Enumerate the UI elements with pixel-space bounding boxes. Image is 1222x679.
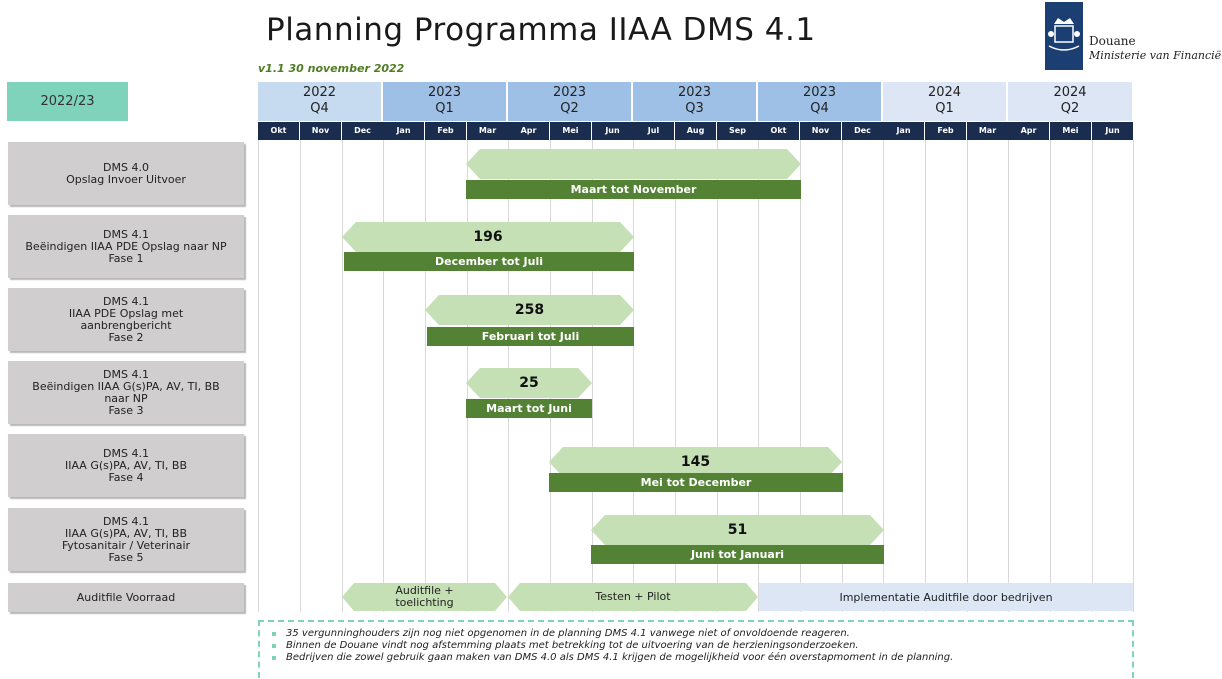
- gridline: [258, 140, 259, 612]
- gridline: [1133, 140, 1134, 612]
- gridline: [967, 140, 968, 612]
- row-label-fase3: DMS 4.1 Beëindigen IIAA G(s)PA, AV, TI, …: [8, 361, 244, 424]
- timeline-arrow: 196: [342, 222, 634, 252]
- gridline: [800, 140, 801, 612]
- gridline: [467, 140, 468, 612]
- month-header: Apr: [1008, 122, 1049, 140]
- month-header: Okt: [758, 122, 799, 140]
- period-bar: Maart tot Juni: [466, 399, 592, 418]
- page-title: Planning Programma IIAA DMS 4.1: [266, 12, 816, 48]
- period-bar: Juni tot Januari: [591, 545, 884, 564]
- crown-emblem-icon: [1045, 2, 1083, 70]
- month-header: Jun: [1092, 122, 1133, 140]
- gridline: [383, 140, 384, 612]
- period-label: 2022/23: [7, 82, 128, 121]
- month-header: Jan: [883, 122, 924, 140]
- row-label-fase2: DMS 4.1 IIAA PDE Opslag met aanbrengberi…: [8, 288, 244, 351]
- period-bar: December tot Juli: [344, 252, 634, 271]
- note-item: Bedrijven die zowel gebruik gaan maken v…: [270, 652, 1124, 664]
- logo-text-douane: Douane: [1089, 34, 1136, 48]
- month-header: Sep: [717, 122, 758, 140]
- gridline: [592, 140, 593, 612]
- timeline-arrow: 145: [549, 447, 842, 477]
- gridline: [1008, 140, 1009, 612]
- gridline: [883, 140, 884, 612]
- gridline: [717, 140, 718, 612]
- gridline: [758, 140, 759, 612]
- gridline: [675, 140, 676, 612]
- month-header: Nov: [800, 122, 841, 140]
- gridline: [1050, 140, 1051, 612]
- month-header: Mar: [967, 122, 1008, 140]
- phase-testen-pilot: Testen + Pilot: [508, 583, 758, 611]
- timeline-arrow: [466, 149, 801, 179]
- month-header: Dec: [842, 122, 883, 140]
- notes-box: 35 vergunninghouders zijn nog niet opgen…: [258, 620, 1134, 678]
- timeline-arrow: 25: [466, 368, 592, 398]
- timeline-arrow: 51: [591, 515, 884, 545]
- month-header: Jul: [633, 122, 674, 140]
- gridline: [342, 140, 343, 612]
- gridline: [925, 140, 926, 612]
- month-header: Feb: [925, 122, 966, 140]
- month-header: Okt: [258, 122, 299, 140]
- month-header: Feb: [425, 122, 466, 140]
- row-label-fase5: DMS 4.1 IIAA G(s)PA, AV, TI, BB Fytosani…: [8, 508, 244, 571]
- note-item: Binnen de Douane vindt nog afstemming pl…: [270, 640, 1124, 652]
- gridline: [1092, 140, 1093, 612]
- month-header: Jun: [592, 122, 633, 140]
- gridline: [425, 140, 426, 612]
- month-header: Dec: [342, 122, 383, 140]
- period-bar: Maart tot November: [466, 180, 801, 199]
- gridline: [842, 140, 843, 612]
- month-header: Apr: [508, 122, 549, 140]
- month-header: Mar: [467, 122, 508, 140]
- row-label-dms40: DMS 4.0 Opslag Invoer Uitvoer: [8, 142, 244, 205]
- month-header: Nov: [300, 122, 341, 140]
- logo-text-ministerie: Ministerie van Financiën: [1089, 49, 1222, 62]
- month-header: Aug: [675, 122, 716, 140]
- timeline-arrow: 258: [425, 295, 634, 325]
- gridline: [300, 140, 301, 612]
- row-label-fase4: DMS 4.1 IIAA G(s)PA, AV, TI, BB Fase 4: [8, 434, 244, 497]
- note-item: 35 vergunninghouders zijn nog niet opgen…: [270, 628, 1124, 640]
- period-bar: Februari tot Juli: [427, 327, 634, 346]
- period-bar: Mei tot December: [549, 473, 843, 492]
- month-header: Mei: [550, 122, 591, 140]
- gridline: [633, 140, 634, 612]
- phase-implementatie: Implementatie Auditfile door bedrijven: [759, 583, 1133, 611]
- phase-auditfile-toelichting: Auditfile + toelichting: [342, 583, 507, 611]
- month-header: Mei: [1050, 122, 1091, 140]
- version-date: v1.1 30 november 2022: [258, 62, 405, 75]
- row-label-fase1: DMS 4.1 Beëindigen IIAA PDE Opslag naar …: [8, 215, 244, 278]
- row-label-auditfile: Auditfile Voorraad: [8, 583, 244, 612]
- month-header: Jan: [383, 122, 424, 140]
